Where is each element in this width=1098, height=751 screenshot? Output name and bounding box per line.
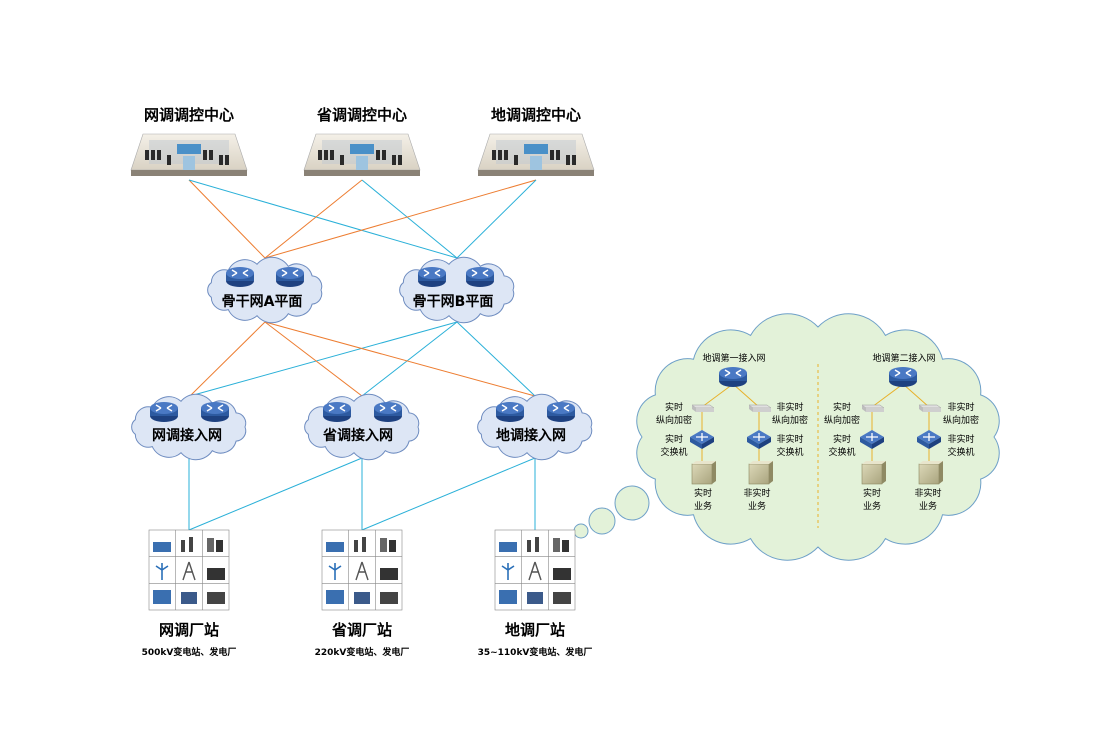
service-server-icon [691,460,717,485]
nrt-service-label-l1: 非实时 [914,487,941,499]
nrt-encrypt-label-l1: 非实时 [776,401,803,413]
nrt-service-label-l2: 业务 [919,500,937,512]
rt-encrypt-label-l2: 纵向加密 [656,414,692,426]
orange-link [189,321,266,397]
router-icon [888,366,918,388]
backbone-cloud [399,256,515,324]
control-center-label: 地调调控中心 [491,106,581,124]
nrt-encrypt-label-l1: 非实时 [947,401,974,413]
nrt-encrypt-label-l2: 纵向加密 [772,414,808,426]
yellow-link [902,383,930,408]
router-icon [373,401,403,423]
station-icon-grid [148,529,230,611]
blue-link [361,179,458,259]
access-network-cloud [131,393,247,461]
rt-service-label-l1: 实时 [694,487,712,499]
blue-link [456,321,536,397]
rt-service-label-l2: 业务 [863,500,881,512]
router-icon [322,401,352,423]
router-icon [275,266,305,288]
rt-encrypt-label-l2: 纵向加密 [824,414,860,426]
station-icon-grid [494,529,576,611]
control-center-didiao [477,133,595,177]
blue-link [361,321,458,397]
access-network-cloud [304,393,420,461]
router-icon [417,266,447,288]
yellow-link [732,383,760,408]
control-center-building-icon [130,133,248,177]
detail-network-panel: 地调第一接入网 地调第二接入网 实时 纵向加密 非实时 纵向加密 实时 交换机 … [656,352,979,512]
backbone-label: 骨干网B平面 [413,293,494,310]
service-server-icon [918,460,944,485]
orange-link [264,179,363,259]
rt-switch-label-l1: 实时 [665,433,683,445]
orange-link [264,179,537,259]
access-network-cloud [477,393,593,461]
thought-bubble [614,485,650,521]
blue-link [189,321,458,397]
control-center-building-icon [303,133,421,177]
nrt-switch-label-l2: 交换机 [947,446,974,458]
nrt-switch-label-l2: 交换机 [776,446,803,458]
blue-link [188,179,458,259]
cloud-layer [131,256,1000,561]
connection-links [188,179,537,531]
encryption-device-icon [861,404,885,413]
control-center-shengdiao [303,133,421,177]
detail-left-title: 地调第一接入网 [702,352,765,364]
service-server-icon [748,460,774,485]
encryption-device-icon [691,404,715,413]
rt-service-label-l2: 业务 [694,500,712,512]
router-icon [149,401,179,423]
station-icon-grid [321,529,403,611]
station-sublabel: 220kV变电站、发电厂 [315,646,410,658]
router-icon [546,401,576,423]
rt-switch-label-l1: 实时 [833,433,851,445]
backbone-cloud [207,256,323,324]
orange-link [264,321,363,397]
nrt-switch-label-l1: 非实时 [947,433,974,445]
router-icon [200,401,230,423]
rt-switch-label-l2: 交换机 [828,446,855,458]
rt-encrypt-label-l1: 实时 [665,401,683,413]
encryption-device-icon [748,404,772,413]
access-network-label: 省调接入网 [322,427,393,444]
service-server-icon [861,460,887,485]
yellow-link [871,383,904,408]
yellow-link [701,383,734,408]
station-label: 省调厂站 [331,621,392,639]
access-network-label: 网调接入网 [152,427,222,444]
router-icon [718,366,748,388]
orange-link [188,179,266,259]
station-sublabel: 500kV变电站、发电厂 [142,646,237,658]
thought-bubble [588,507,616,535]
station-sublabel: 35~110kV变电站、发电厂 [478,646,593,658]
nrt-service-label-l2: 业务 [748,500,766,512]
rt-switch-label-l2: 交换机 [660,446,687,458]
orange-link [264,321,536,397]
blue-link [188,457,363,531]
backbone-label: 骨干网A平面 [222,293,303,310]
nrt-encrypt-label-l2: 纵向加密 [943,414,979,426]
station-label: 地调厂站 [505,621,565,639]
control-center-label: 网调调控中心 [144,106,234,124]
nrt-switch-label-l1: 非实时 [776,433,803,445]
rt-encrypt-label-l1: 实时 [833,401,851,413]
router-icon [225,266,255,288]
control-center-building-icon [477,133,595,177]
control-center-wangdiao [130,133,248,177]
blue-link [456,179,537,259]
control-center-label: 省调调控中心 [316,106,407,124]
router-icon [495,401,525,423]
router-icon [465,266,495,288]
blue-link [361,457,536,531]
encryption-device-icon [918,404,942,413]
detail-right-title: 地调第二接入网 [872,352,935,364]
nrt-service-label-l1: 非实时 [743,487,770,499]
thought-bubble [573,523,589,539]
access-network-label: 地调接入网 [496,427,566,444]
station-label: 网调厂站 [159,621,219,639]
rt-service-label-l1: 实时 [863,487,881,499]
